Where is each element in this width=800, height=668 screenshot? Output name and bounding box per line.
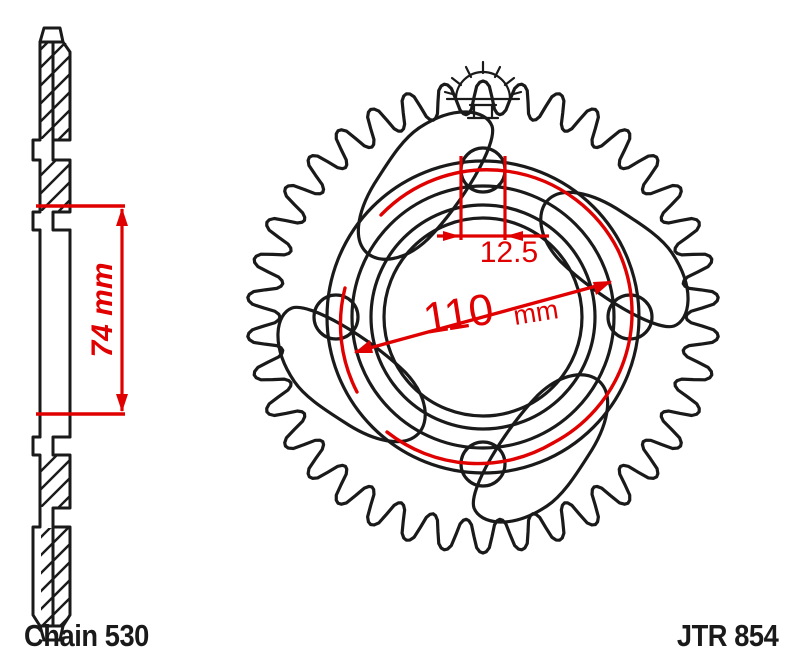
dim110-arrow-upper-right bbox=[593, 281, 612, 295]
section-tooth-tip-top bbox=[38, 26, 65, 44]
dim74-arrow-top bbox=[116, 208, 128, 226]
hub-mid-ring bbox=[350, 184, 616, 450]
lightening-slot bbox=[276, 305, 427, 444]
lightening-slot bbox=[471, 373, 610, 524]
hub-inner-ring bbox=[369, 203, 597, 431]
bolt-circle-arc-right bbox=[551, 248, 634, 445]
dimension-110mm-units: mm bbox=[511, 294, 560, 331]
dimension-74mm-label: 74 mm bbox=[86, 262, 119, 357]
dimension-110mm-label: 110 bbox=[420, 285, 497, 344]
center-bore-circle bbox=[382, 216, 584, 418]
dim125-arrow-right bbox=[506, 231, 523, 241]
sunrise-logo-icon bbox=[443, 60, 523, 120]
lightening-slot bbox=[356, 110, 495, 261]
dim110-line bbox=[354, 280, 612, 354]
part-number-label: JTR 854 bbox=[676, 618, 778, 653]
bolt-circle-arc-left bbox=[338, 286, 359, 394]
dim110-arrow-lower-left bbox=[354, 340, 373, 353]
section-hatching bbox=[41, 43, 69, 625]
dim74-arrow-bottom bbox=[116, 394, 128, 412]
side-section-view bbox=[31, 26, 72, 642]
dim125-arrow-left bbox=[443, 231, 460, 241]
chain-label: Chain 530 bbox=[24, 618, 149, 653]
bolt-circle-arc-upper bbox=[379, 168, 620, 252]
dimension-74mm bbox=[36, 204, 128, 416]
sprocket-teeth-ring bbox=[246, 79, 720, 555]
section-tooth-tip-bottom bbox=[38, 624, 65, 642]
lightening-slots bbox=[276, 110, 690, 524]
lightening-slot bbox=[539, 190, 690, 329]
dimension-12-5-label: 12.5 bbox=[480, 236, 538, 269]
bolt-hole-left bbox=[312, 293, 360, 341]
front-face-view bbox=[246, 60, 720, 555]
section-outline bbox=[31, 40, 72, 628]
bolt-circle-arc-lower bbox=[385, 430, 555, 466]
dimension-110mm bbox=[338, 168, 634, 466]
